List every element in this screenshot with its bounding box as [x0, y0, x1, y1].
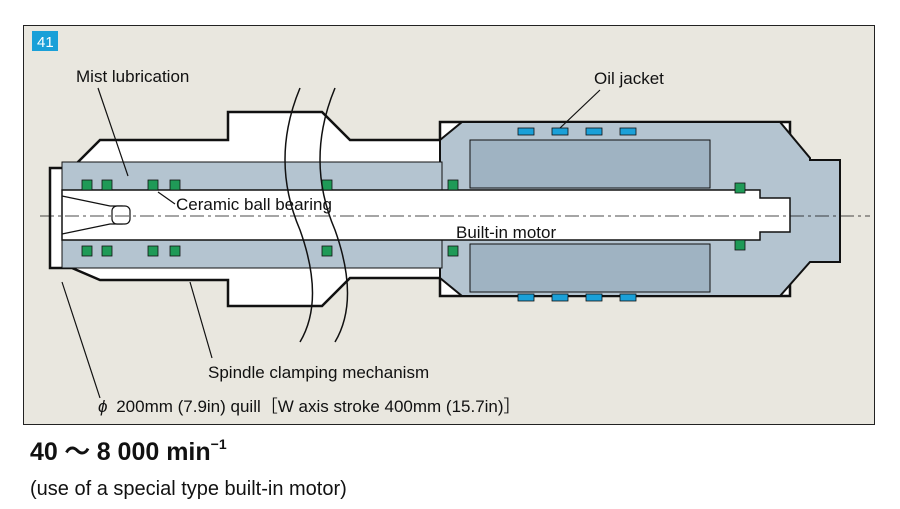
cut-line-right [319, 87, 349, 343]
label-quill: ϕ 200mm (7.9in) quill［W axis stroke 400m… [98, 397, 521, 416]
bearings [81, 179, 746, 257]
figure-number: 41 [37, 34, 54, 51]
label-built-in-motor: Built-in motor [456, 223, 556, 242]
oil-jacket-channels [517, 127, 637, 302]
label-quill-size: 200mm (7.9in) quill［W axis stroke 400mm … [116, 397, 520, 416]
leader-lines [61, 87, 601, 399]
spindle-cross-section-diagram: 41 Mist lubricat [23, 25, 875, 425]
label-mist-lubrication: Mist lubrication [76, 67, 189, 86]
speed-range: 40 ～ 8 000 min−1 [30, 432, 227, 468]
spindle-shaft [61, 189, 791, 241]
label-ceramic-ball-bearing: Ceramic ball bearing [176, 195, 332, 214]
speed-range-value: 40 ～ 8 000 min [30, 438, 211, 466]
quill-inner-top [61, 161, 443, 191]
stator-bottom [469, 243, 711, 293]
figure-number-badge [32, 31, 58, 51]
pull-stud [111, 205, 131, 225]
cut-line-left [284, 87, 314, 343]
motor-note: (use of a special type built-in motor) [30, 478, 347, 500]
label-oil-jacket: Oil jacket [594, 69, 664, 88]
label-quill-symbol: ϕ [98, 397, 107, 416]
speed-range-exponent: −1 [210, 435, 227, 452]
label-spindle-clamping: Spindle clamping mechanism [208, 363, 429, 382]
stator-top [469, 139, 711, 189]
quill-inner-bottom [61, 239, 443, 269]
